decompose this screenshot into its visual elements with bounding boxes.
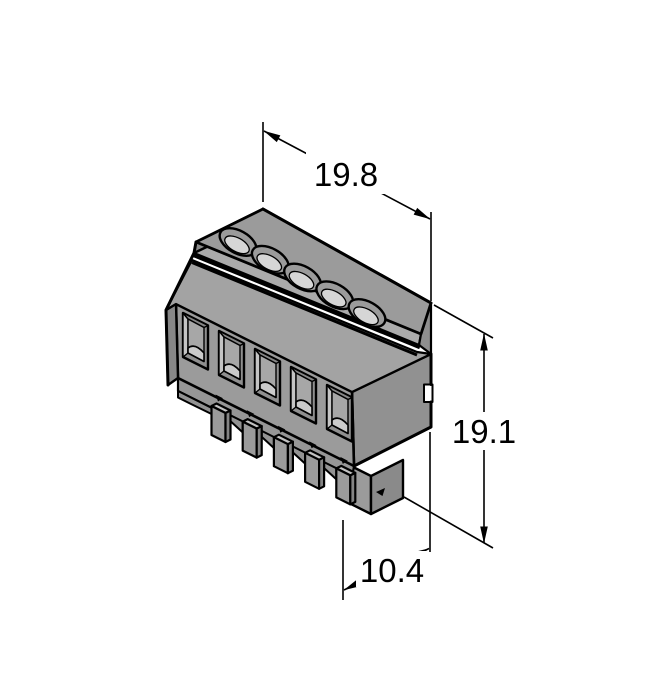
dimension-top-width: 19.8 <box>262 122 432 301</box>
latch-tab-4 <box>304 449 326 490</box>
dimension-label-mask <box>306 150 386 194</box>
cover-groove-line-2 <box>191 261 418 357</box>
latch-tab-5 <box>335 464 357 506</box>
dimension-label-top-width: 19.8 <box>314 156 378 193</box>
plug-mark <box>376 488 385 496</box>
latch-tab-1 <box>210 402 232 444</box>
extension-line <box>433 304 494 339</box>
outline-accent <box>164 207 433 468</box>
side-notch <box>423 383 434 403</box>
latch-tab-3 <box>272 433 294 475</box>
cover-groove-line-1 <box>193 252 421 350</box>
dimension-label-mask <box>450 412 518 450</box>
dimension-bottom-depth: 10.4 <box>342 432 431 600</box>
dimension-label-height: 19.1 <box>452 413 516 450</box>
connector-body <box>164 207 434 516</box>
extension-line <box>403 496 494 549</box>
bottom-step-left <box>177 390 213 415</box>
dimension-label-mask <box>356 551 428 587</box>
latch-tab-2 <box>241 418 263 459</box>
dimension-label-bottom-depth: 10.4 <box>360 552 424 589</box>
dimensions: 19.8 19.1 10.4 <box>262 122 518 600</box>
dimension-height: 19.1 <box>403 304 518 549</box>
plug-side-face <box>369 458 405 516</box>
